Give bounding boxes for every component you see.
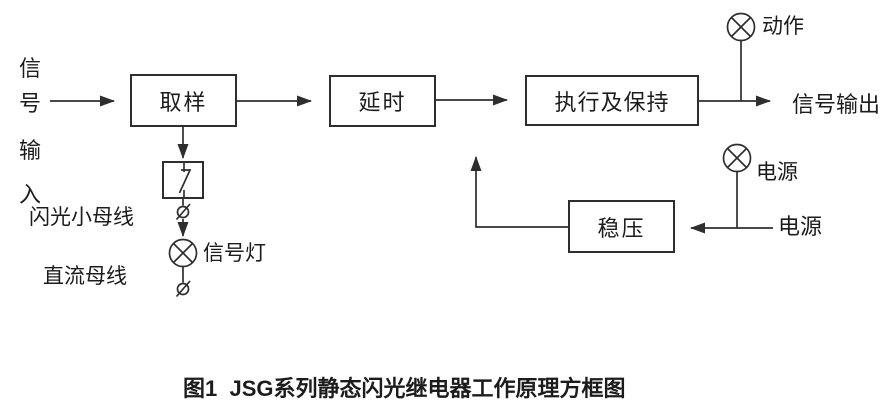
input-label-char: 入 [18,182,41,207]
power-lamp-label: 电源 [756,161,798,184]
switch-contact-icon [178,162,192,198]
signal-lamp-icon [168,238,198,268]
signal-lamp-label: 信号灯 [203,242,266,265]
contact-box [162,161,204,199]
block-regulator: 稳压 [568,200,675,253]
power-source-label: 电源 [778,214,823,239]
dc-bus-label: 直流母线 [43,265,127,288]
block-sampling: 取样 [130,74,237,127]
input-label-char: 号 [18,91,41,116]
terminal-bottom-icon [175,280,191,298]
block-execute-hold: 执行及保持 [525,75,699,126]
arrow-regulator-feedback [470,156,568,228]
action-lamp-icon [726,12,756,42]
flash-bus-label: 闪光小母线 [29,206,134,229]
input-label-char: 信 [18,56,41,81]
terminal-top-icon [175,203,191,221]
power-lamp-icon [722,143,752,173]
input-label-char: 输 [18,138,41,163]
block-delay: 延时 [329,75,436,127]
action-lamp-label: 动作 [762,15,804,38]
figure-caption: 图1 JSG系列静态闪光继电器工作原理方框图 [183,376,626,401]
signal-output-label: 信号输出 [792,92,881,117]
